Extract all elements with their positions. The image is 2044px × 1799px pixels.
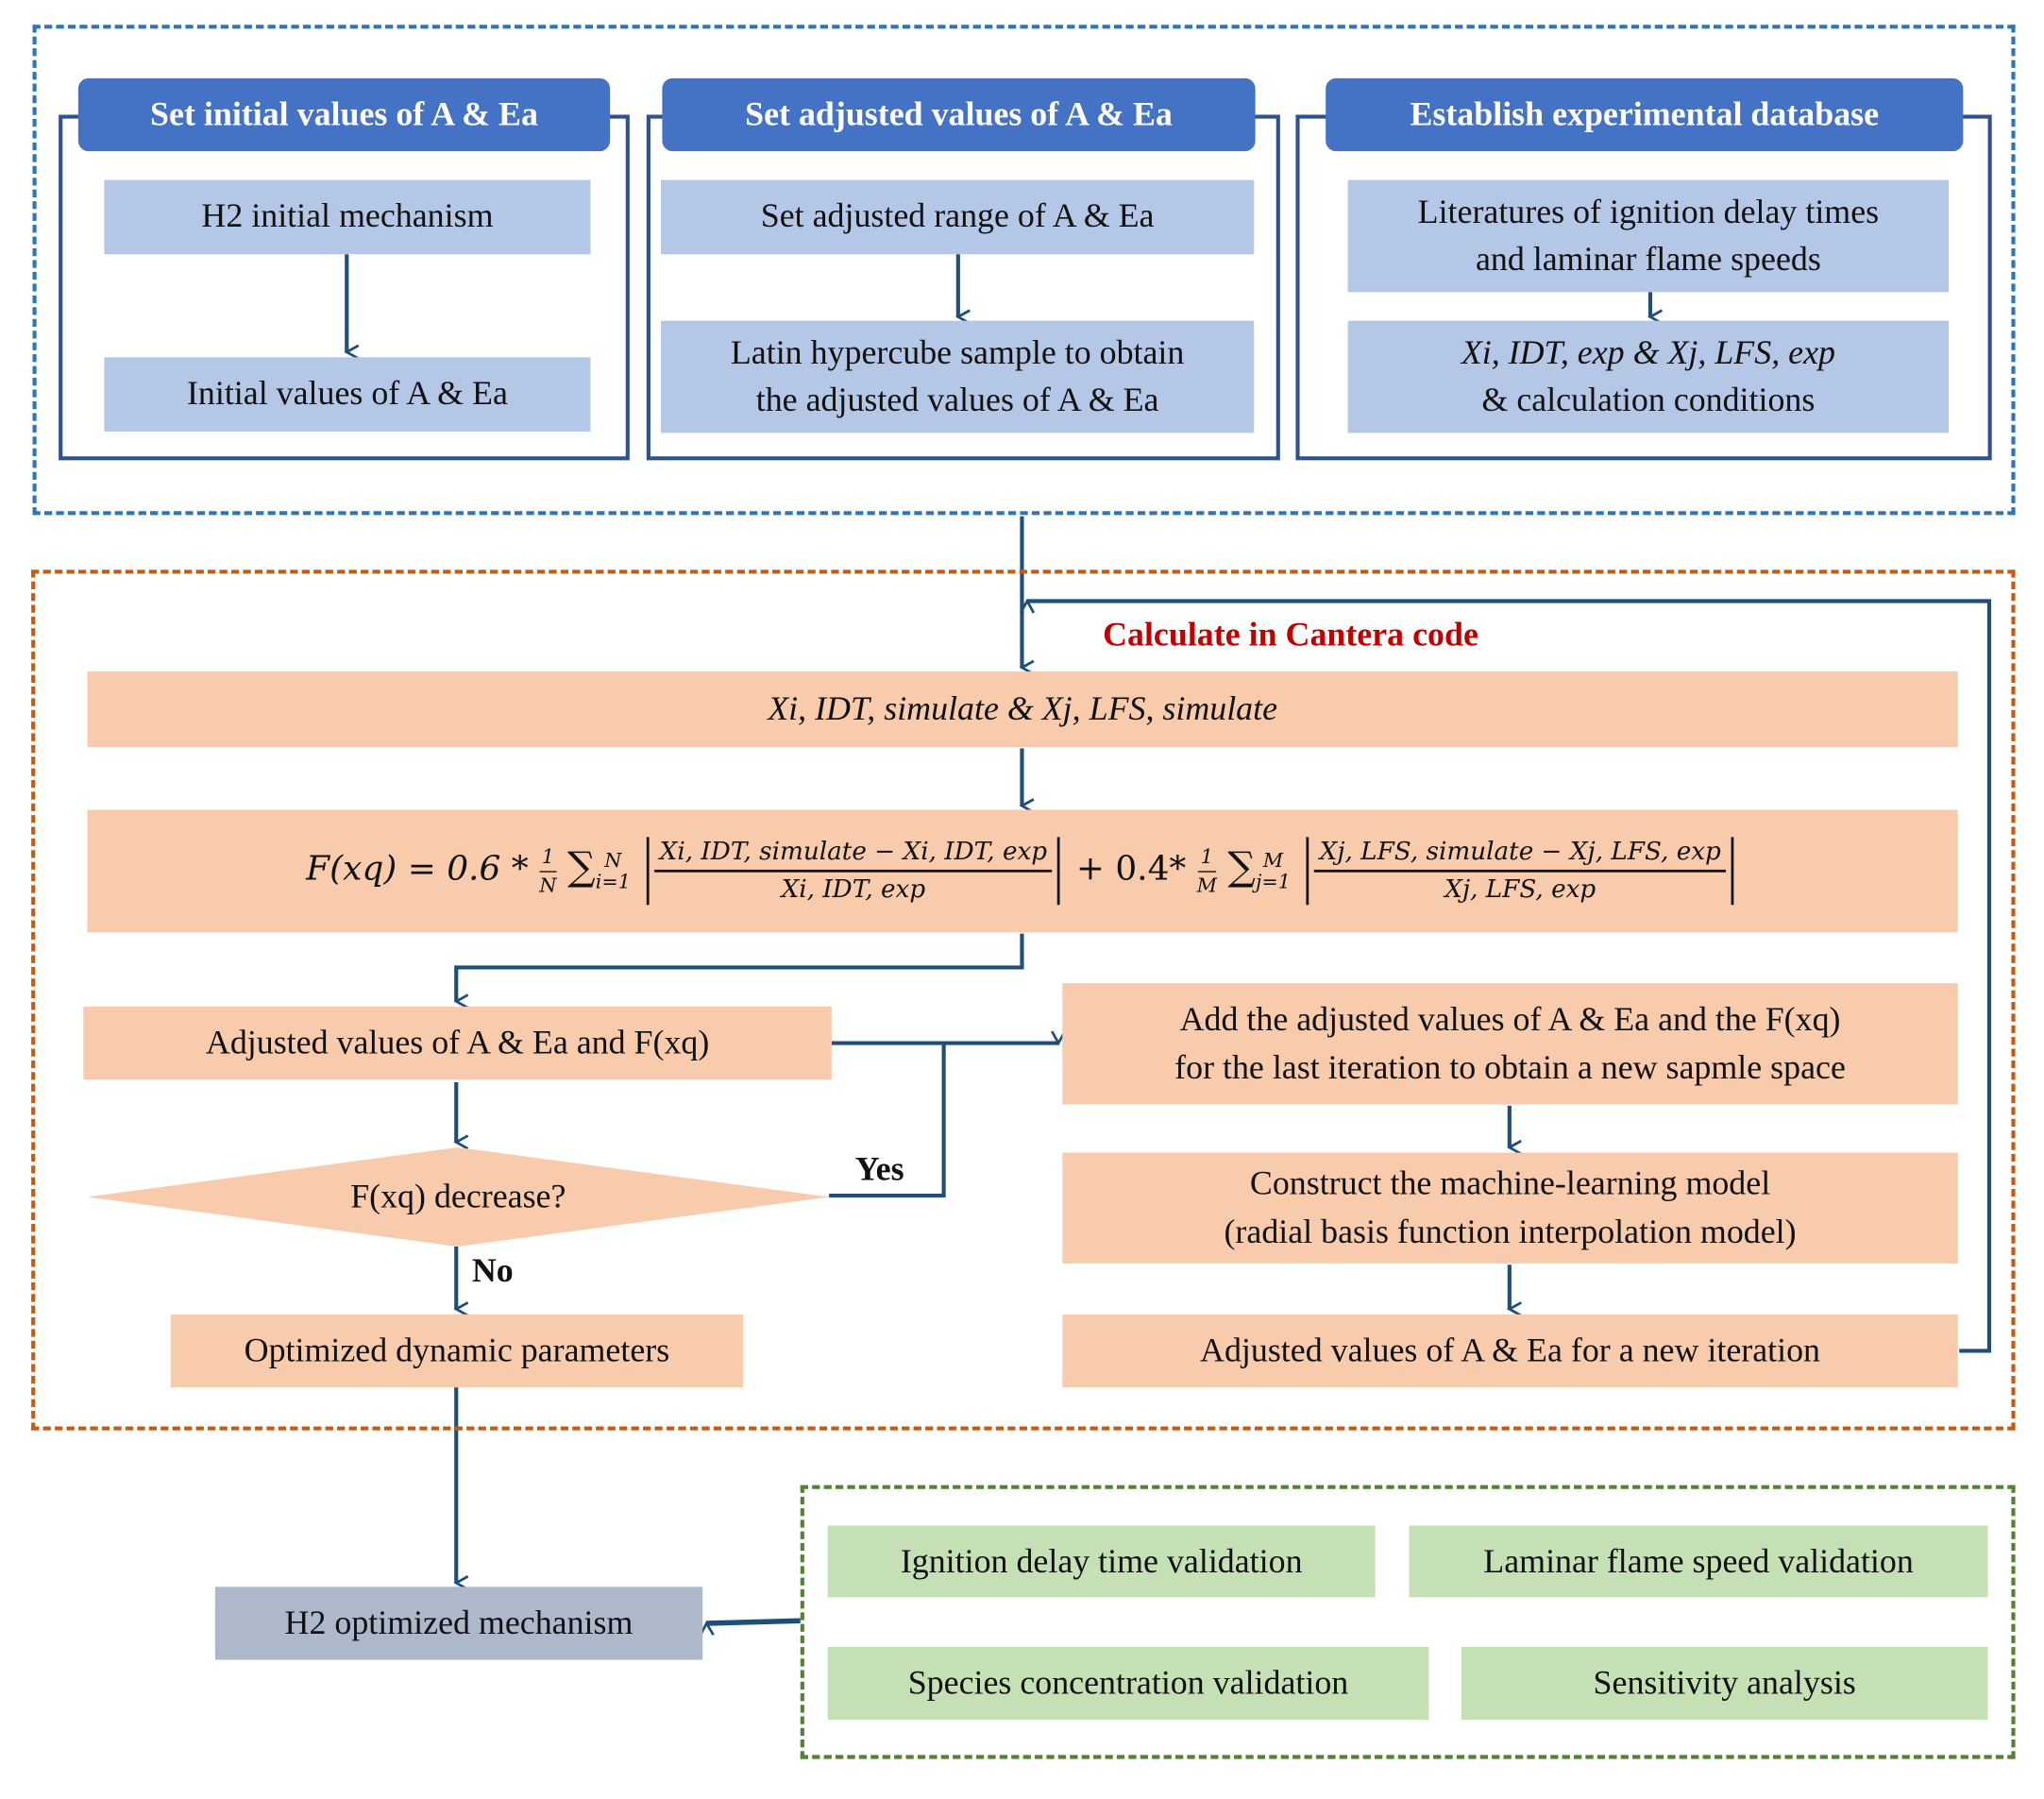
cantera-title: Calculate in Cantera code (1103, 615, 1478, 653)
arrow-validation-to-mechanism (706, 1618, 801, 1623)
adjusted-fx-box: Adjusted values of A & Ea and F(xq) (83, 1006, 832, 1080)
h2-initial-mechanism-box: H2 initial mechanism (104, 179, 591, 255)
add-samples-box: Add the adjusted values of A & Ea and th… (1062, 983, 1958, 1105)
database-header: Establish experimental database (1326, 77, 1964, 152)
adjusted-values-header: Set adjusted values of A & Ea (662, 77, 1256, 152)
setup-group (32, 25, 2016, 516)
sensitivity-analysis: Sensitivity analysis (1461, 1646, 1988, 1721)
decision-diamond (87, 1147, 830, 1247)
latin-hypercube-box: Latin hypercube sample to obtain the adj… (661, 320, 1255, 433)
validation-idt: Ignition delay time validation (827, 1525, 1376, 1598)
adjusted-range-box: Set adjusted range of A & Ea (661, 179, 1255, 255)
validation-group (800, 1485, 2016, 1759)
decision-label: F(xq) decrease? (350, 1177, 566, 1215)
cantera-group (31, 569, 2016, 1431)
new-iteration-box: Adjusted values of A & Ea for a new iter… (1062, 1314, 1958, 1388)
optimized-mechanism-box: H2 optimized mechanism (214, 1587, 703, 1660)
optimized-params-box: Optimized dynamic parameters (170, 1314, 743, 1388)
validation-lfs: Laminar flame speed validation (1409, 1525, 1988, 1598)
initial-values-box: Initial values of A & Ea (104, 357, 591, 433)
arrow-decision-yes (829, 1043, 946, 1198)
literatures-box: Literatures of ignition delay times and … (1347, 179, 1950, 293)
validation-species: Species concentration validation (827, 1646, 1429, 1721)
yes-label: Yes (854, 1149, 904, 1188)
arrow-formula-to-adjusted (456, 933, 1024, 1002)
arrow-loop-back (1027, 602, 1992, 1353)
ml-model-box: Construct the machine-learning model (ra… (1062, 1152, 1958, 1264)
experimental-data-box: Xi, IDT, exp & Xj, LFS, exp & calculatio… (1347, 320, 1950, 433)
no-label: No (471, 1251, 514, 1290)
simulate-values-box: Xi, IDT, simulate & Xj, LFS, simulate (87, 671, 1958, 748)
initial-values-header: Set initial values of A & Ea (77, 77, 611, 152)
